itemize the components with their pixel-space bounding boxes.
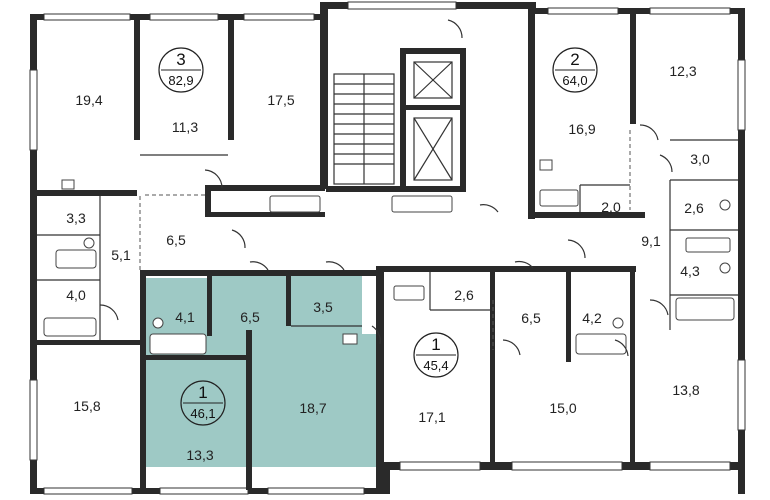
room-area-label: 2,0 <box>601 199 621 215</box>
room-area-label: 18,7 <box>299 400 326 416</box>
apartment-1b-number: 1 <box>198 383 207 402</box>
apartment-1a-area: 45,4 <box>423 358 448 373</box>
windows <box>29 1 746 495</box>
room-area-label: 17,5 <box>267 92 294 108</box>
room-area-label: 4,3 <box>680 263 700 279</box>
elevator-shafts <box>413 61 453 181</box>
apartment-1a-number: 1 <box>431 335 440 354</box>
room-area-label: 6,5 <box>240 309 260 325</box>
room-area-label: 4,0 <box>66 287 86 303</box>
room-area-label: 3,3 <box>66 210 86 226</box>
interior-walls <box>37 9 645 490</box>
partitions <box>37 130 738 350</box>
room-area-label: 13,3 <box>186 447 213 463</box>
room-area-label: 4,2 <box>582 310 602 326</box>
room-area-label: 9,1 <box>641 233 661 249</box>
room-area-label: 16,9 <box>568 121 595 137</box>
room-area-label: 4,1 <box>175 309 195 325</box>
room-area-label: 3,0 <box>690 151 710 167</box>
room-area-label: 12,3 <box>669 63 696 79</box>
room-area-label: 19,4 <box>75 92 102 108</box>
room-area-label: 6,5 <box>166 232 186 248</box>
apartment-badge-2[interactable]: 2 64,0 <box>552 47 598 93</box>
room-area-label: 2,6 <box>684 200 704 216</box>
sinks <box>61 159 731 345</box>
apartment-badge-3[interactable]: 3 82,9 <box>158 47 204 93</box>
apartment-2-area: 64,0 <box>562 73 587 88</box>
room-area-label: 15,8 <box>73 398 100 414</box>
apartment-3-number: 3 <box>176 50 185 69</box>
room-labels: 19,4 11,3 17,5 16,9 12,3 3,0 2,0 2,6 3,3… <box>66 63 710 463</box>
bathtubs <box>43 189 735 355</box>
staircase <box>333 73 395 185</box>
apartment-badge-1-45[interactable]: 1 45,4 <box>413 332 459 378</box>
highlighted-apartment[interactable] <box>146 276 384 467</box>
room-area-label: 15,0 <box>549 400 576 416</box>
room-area-label: 11,3 <box>172 119 198 135</box>
apartment-3-area: 82,9 <box>168 73 193 88</box>
apartment-2-number: 2 <box>570 50 579 69</box>
room-area-label: 17,1 <box>418 409 445 425</box>
room-area-label: 3,5 <box>313 299 333 315</box>
apartment-1b-area: 46,1 <box>190 406 215 421</box>
room-area-label: 2,6 <box>454 287 474 303</box>
room-area-label: 5,1 <box>111 247 131 263</box>
door-swings <box>99 19 673 357</box>
room-area-label: 13,8 <box>672 382 699 398</box>
room-area-label: 6,5 <box>521 310 541 326</box>
apartment-badge-1-46[interactable]: 1 46,1 <box>180 380 226 426</box>
